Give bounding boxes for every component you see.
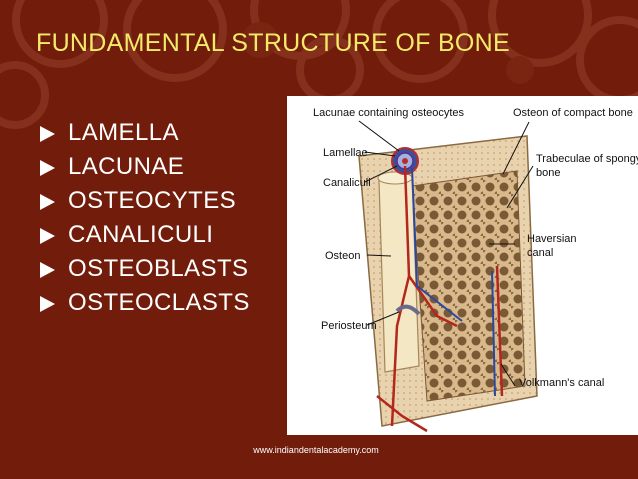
bullet-item: OSTEOCYTES (40, 184, 250, 218)
bone-diagram: Lacunae containing osteocytes Osteon of … (287, 96, 638, 435)
footer-url-text: www.indiandentalacademy.com (253, 445, 379, 455)
slide-title: FUNDAMENTAL STRUCTURE OF BONE (36, 29, 510, 57)
label-periosteum: Periosteum (321, 320, 377, 332)
label-trabeculae-2: bone (536, 167, 560, 179)
label-haversian-2: canal (527, 247, 553, 259)
label-canaliculi: Canaliculi (323, 177, 371, 189)
label-haversian-1: Haversian (527, 233, 577, 245)
bullet-item: CANALICULI (40, 218, 250, 252)
label-osteon: Osteon (325, 250, 360, 262)
footer-url: www.indiandentalacademy.com (0, 445, 638, 455)
blood-vessels (376, 165, 504, 433)
bullet-item: OSTEOCLASTS (40, 286, 250, 320)
label-lamellae: Lamellae (323, 147, 368, 159)
label-volkmann: Volkmann's canal (519, 377, 604, 389)
label-trabeculae-1: Trabeculae of spongy (536, 153, 638, 165)
bullet-item: OSTEOBLASTS (40, 252, 250, 286)
label-lacunae: Lacunae containing osteocytes (313, 107, 465, 119)
bullet-list: LAMELLA LACUNAE OSTEOCYTES CANALICULI OS… (40, 116, 250, 320)
label-osteon-compact: Osteon of compact bone (513, 107, 633, 119)
spongy-bone (411, 170, 526, 402)
bullet-item: LACUNAE (40, 150, 250, 184)
bullet-item: LAMELLA (40, 116, 250, 150)
